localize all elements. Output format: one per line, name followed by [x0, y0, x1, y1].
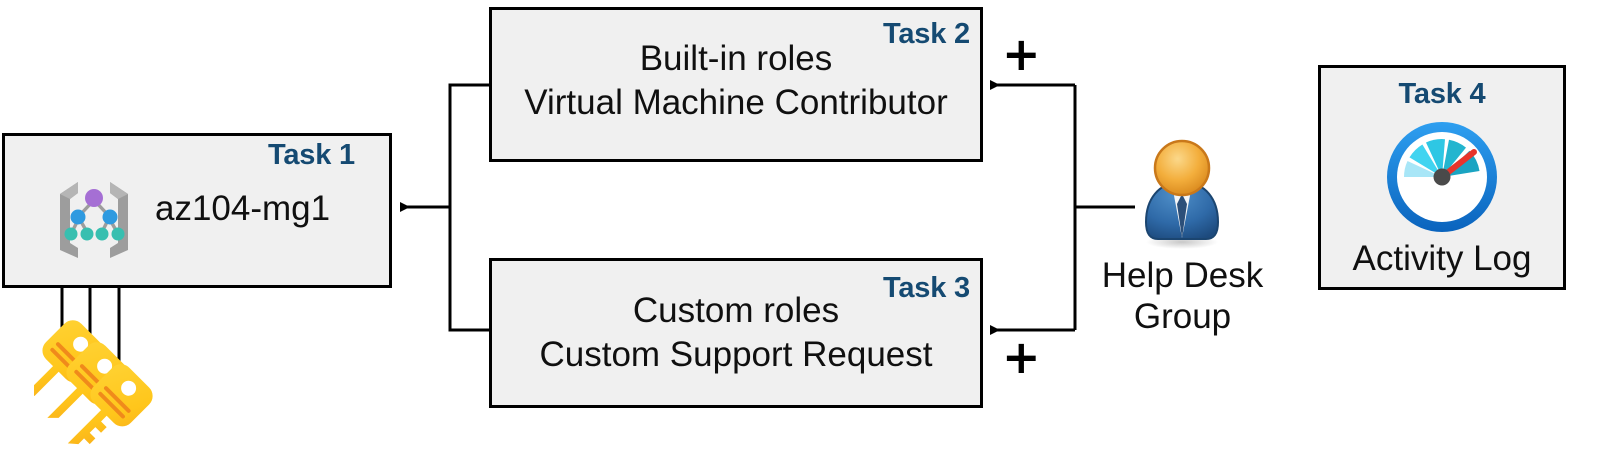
actor-label-line1: Help Desk — [1101, 256, 1264, 295]
task3-tag: Task 3 — [883, 272, 970, 304]
task3-line1: Custom roles — [632, 291, 840, 330]
task2-tag: Task 2 — [883, 18, 970, 50]
task2-box[interactable] — [489, 7, 983, 162]
activity-log-gauge-icon — [1383, 118, 1501, 236]
plus-icon-bottom: + — [1002, 330, 1041, 384]
management-group-icon — [48, 172, 140, 264]
task1-box[interactable] — [2, 133, 392, 288]
task2-line1: Built-in roles — [639, 39, 833, 78]
task4-tag: Task 4 — [1398, 78, 1486, 110]
task4-label: Activity Log — [1352, 239, 1532, 278]
keys-icon — [23, 310, 174, 449]
task1-label: az104-mg1 — [155, 189, 331, 228]
task3-line2: Custom Support Request — [539, 335, 933, 374]
task3-box[interactable] — [489, 258, 983, 408]
connector-roles-to-mg — [400, 83, 489, 332]
plus-icon-top: + — [1002, 27, 1041, 81]
actor-label-line2: Group — [1133, 297, 1232, 336]
user-group-icon — [1134, 138, 1230, 250]
task2-line2: Virtual Machine Contributor — [524, 83, 948, 122]
task1-tag: Task 1 — [268, 139, 355, 171]
